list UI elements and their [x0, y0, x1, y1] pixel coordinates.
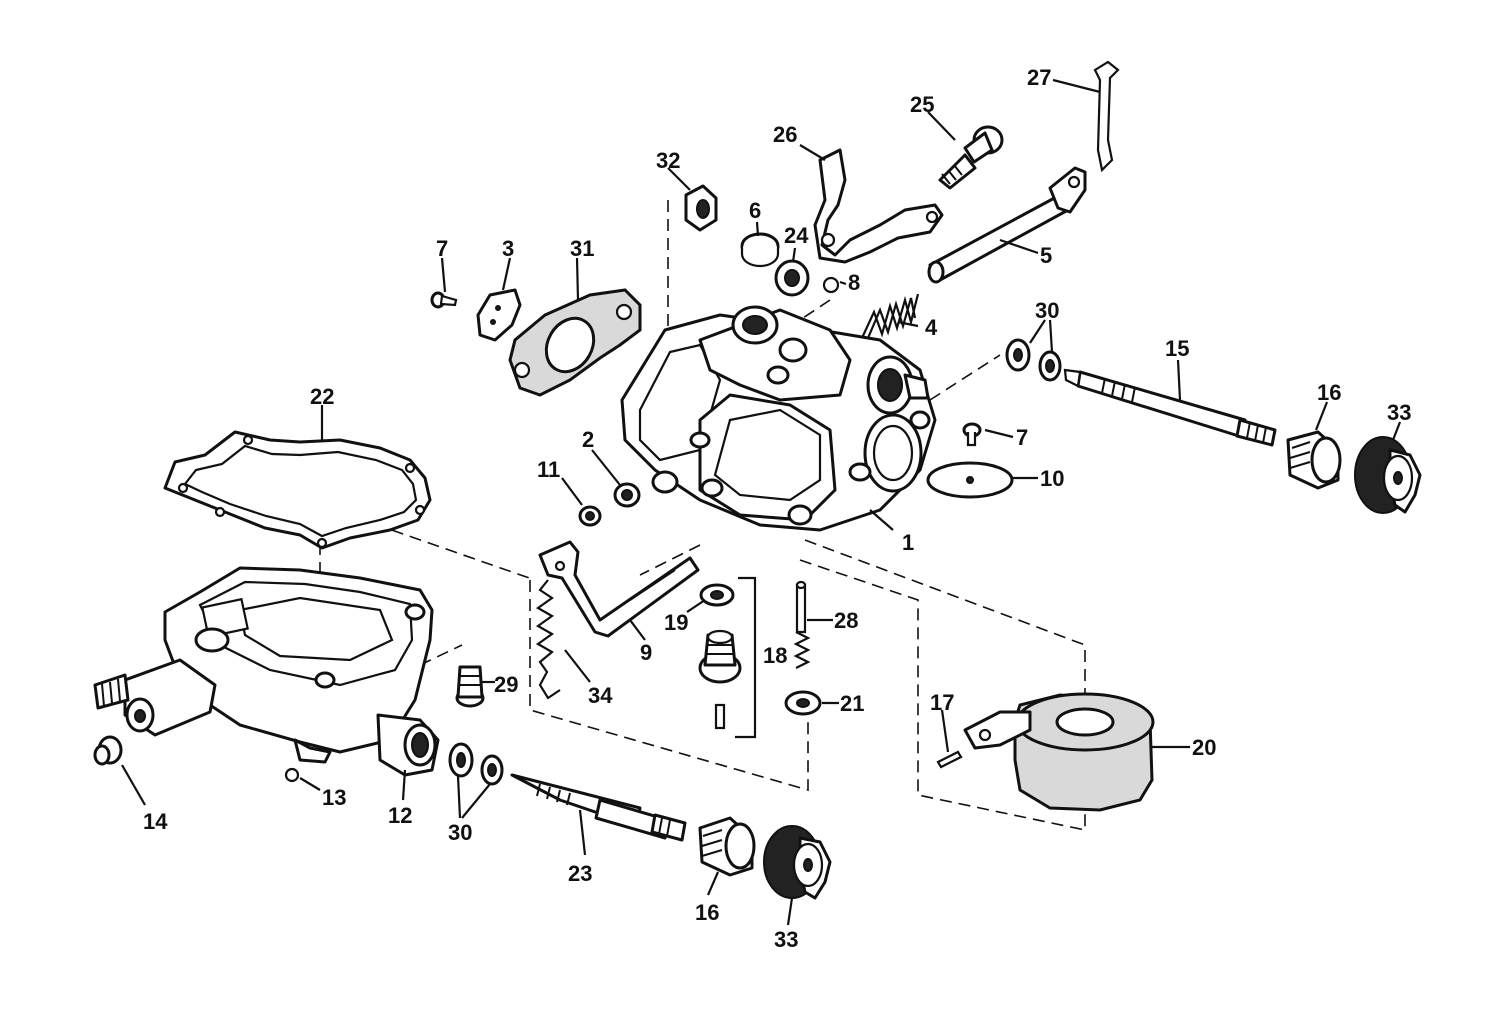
part-6-plug [740, 232, 780, 268]
callout-30-left: 30 [448, 820, 472, 845]
part-11-lock-washer [578, 505, 602, 527]
callout-23: 23 [568, 861, 592, 886]
callout-27: 27 [1027, 65, 1051, 90]
callout-14: 14 [143, 809, 168, 834]
part-20-float [963, 692, 1155, 812]
part-12-float-bowl [163, 566, 440, 777]
part-1-carburetor-body [620, 305, 937, 532]
callout-22: 22 [310, 384, 334, 409]
callout-29: 29 [494, 672, 518, 697]
callout-labels: 1 2 3 4 5 6 7 7 8 9 10 11 12 13 14 15 16… [143, 65, 1411, 952]
callout-19: 19 [664, 610, 688, 635]
part-27-link [1093, 60, 1120, 173]
callout-7-left: 7 [436, 236, 448, 261]
callout-30-right: 30 [1035, 298, 1059, 323]
callout-33-bottom: 33 [774, 927, 798, 952]
callout-34: 34 [588, 683, 613, 708]
part-19-gasket [699, 583, 735, 607]
callout-15: 15 [1165, 336, 1189, 361]
part-25-screw [938, 125, 1004, 190]
part-23-needle-valve [510, 773, 687, 842]
callout-24: 24 [784, 223, 809, 248]
callout-20: 20 [1192, 735, 1216, 760]
part-31-gasket [508, 288, 642, 397]
part-7-screw-left [430, 291, 458, 309]
callout-11: 11 [537, 457, 560, 482]
part-15-needle-valve [1063, 368, 1277, 447]
part-24-washer [774, 259, 810, 297]
bowl-fitting [93, 658, 217, 737]
leader-lines [121, 78, 1402, 926]
part-5-throttle-shaft [927, 166, 1087, 284]
part-28-float-pin [793, 580, 811, 669]
part-32-nut [684, 184, 718, 232]
callout-32: 32 [656, 148, 680, 173]
part-18-needle-and-seat [698, 576, 757, 739]
callout-17: 17 [930, 690, 954, 715]
callout-13: 13 [322, 785, 346, 810]
part-34-float-spring [535, 579, 561, 700]
callout-31: 31 [570, 236, 594, 261]
callout-7-right: 7 [1016, 425, 1028, 450]
callout-9: 9 [640, 640, 652, 665]
part-3-valve-plate [476, 288, 522, 342]
part-29-drain-screw [455, 665, 485, 708]
part-8-ball [822, 276, 840, 294]
callout-5: 5 [1040, 243, 1052, 268]
callout-10: 10 [1040, 466, 1064, 491]
callout-26: 26 [773, 122, 797, 147]
callout-18: 18 [763, 643, 787, 668]
part-7-screw-right [962, 422, 982, 447]
part-13-ball [284, 767, 300, 783]
callout-16-right: 16 [1317, 380, 1341, 405]
callout-21: 21 [840, 691, 864, 716]
callout-33-right: 33 [1387, 400, 1411, 425]
part-30-washers-left [448, 742, 504, 786]
part-9-float-arm [538, 540, 700, 638]
part-2-washer [613, 482, 641, 508]
callout-4: 4 [925, 315, 938, 340]
callout-8: 8 [848, 270, 860, 295]
part-30-washers-right [1005, 338, 1062, 382]
part-14-plug [93, 735, 123, 766]
callout-12: 12 [388, 803, 412, 828]
part-33-knob-right [1354, 436, 1422, 514]
callout-2: 2 [582, 427, 594, 452]
callout-28: 28 [834, 608, 858, 633]
part-21-washer [784, 690, 822, 716]
part-10-valve-plate [926, 461, 1014, 499]
part-17-float-hinge-pin [936, 750, 963, 769]
callout-25: 25 [910, 92, 934, 117]
part-16-packing-nut-bottom [698, 816, 756, 877]
part-22-float-bowl-gasket [163, 430, 432, 550]
callout-16-bottom: 16 [695, 900, 719, 925]
callout-1: 1 [902, 530, 914, 555]
part-4-spring [861, 293, 920, 339]
part-26-throttle-lever [813, 148, 944, 264]
callout-6: 6 [749, 198, 761, 223]
callout-3: 3 [502, 236, 514, 261]
part-16-packing-nut-right [1286, 430, 1342, 490]
part-33-knob-bottom [763, 825, 832, 900]
